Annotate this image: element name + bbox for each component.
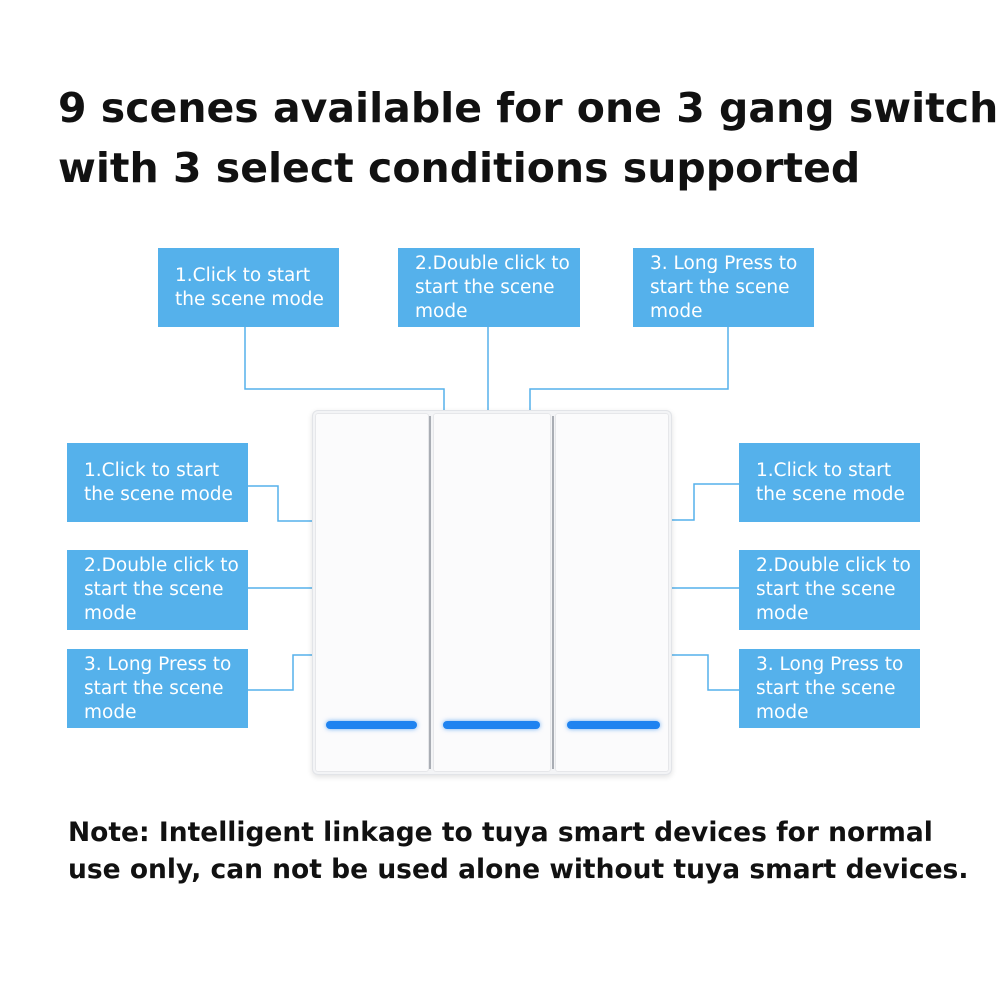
callout-text: 3. Long Press to start the scene mode (650, 252, 798, 322)
connector-right-3 (664, 654, 739, 691)
callout-top-right: 3. Long Press to start the scene mode (633, 248, 814, 327)
indicator-led-left (326, 721, 417, 729)
callout-text: 1.Click to start the scene mode (756, 459, 905, 505)
callout-left-3: 3. Long Press to start the scene mode (67, 649, 248, 728)
callout-text: 2.Double click to start the scene mode (756, 555, 911, 624)
rocker-right[interactable] (555, 413, 669, 772)
switch-faceplate (312, 410, 672, 775)
callout-right-3: 3. Long Press to start the scene mode (739, 649, 920, 728)
callout-text: 2.Double click to start the scene mode (415, 252, 570, 322)
callout-right-1: 1.Click to start the scene mode (739, 443, 920, 522)
connector-left-1 (248, 485, 320, 522)
callout-top-left: 1.Click to start the scene mode (158, 248, 339, 327)
callout-text: 3. Long Press to start the scene mode (84, 653, 232, 723)
callout-text: 1.Click to start the scene mode (175, 264, 324, 310)
callout-top-center: 2.Double click to start the scene mode (398, 248, 580, 327)
indicator-led-middle (443, 721, 540, 729)
rocker-middle[interactable] (433, 413, 551, 772)
callout-left-2: 2.Double click to start the scene mode (67, 550, 248, 630)
callout-left-1: 1.Click to start the scene mode (67, 443, 248, 522)
connector-top-right (529, 327, 729, 430)
note-line-2: use only, can not be used alone without … (68, 854, 969, 885)
connector-right-1 (664, 483, 739, 521)
indicator-led-right (567, 721, 660, 729)
connector-left-3 (248, 654, 320, 691)
page-title: 9 scenes available for one 3 gang switch… (58, 78, 999, 198)
rocker-divider (429, 416, 431, 769)
callout-text: 1.Click to start the scene mode (84, 459, 233, 505)
rocker-left[interactable] (315, 413, 429, 772)
note-line-1: Note: Intelligent linkage to tuya smart … (68, 817, 933, 848)
title-line-1: 9 scenes available for one 3 gang switch (58, 84, 999, 132)
callout-right-2: 2.Double click to start the scene mode (739, 550, 920, 630)
rocker-divider (552, 416, 554, 769)
usage-note: Note: Intelligent linkage to tuya smart … (68, 814, 968, 888)
callout-text: 3. Long Press to start the scene mode (756, 653, 904, 723)
callout-text: 2.Double click to start the scene mode (84, 555, 239, 624)
connector-top-left (244, 327, 445, 430)
title-line-2: with 3 select conditions supported (58, 144, 861, 192)
